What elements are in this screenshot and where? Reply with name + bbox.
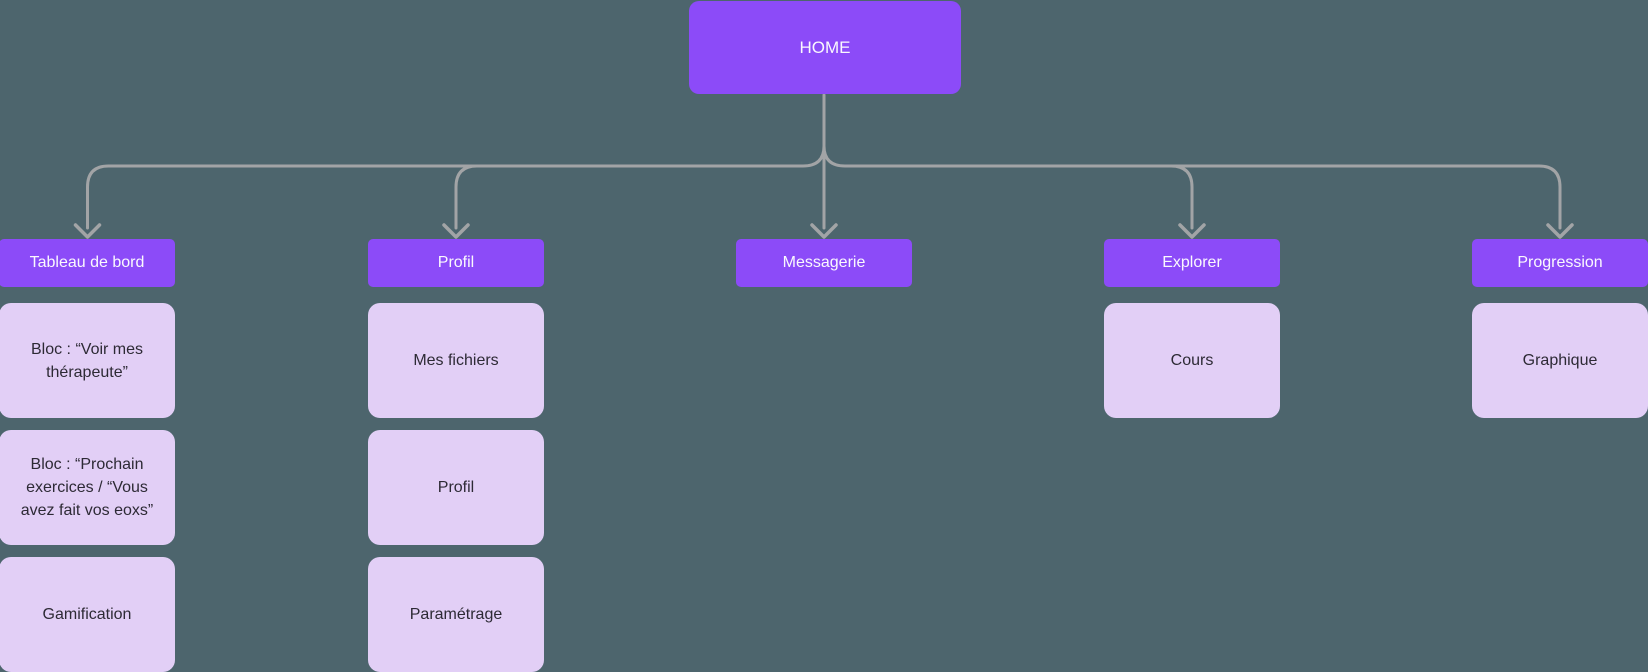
connector-right-branch — [822, 144, 1562, 230]
child-node-cours[interactable]: Cours — [1104, 303, 1280, 418]
arrowhead-icon — [442, 223, 470, 239]
node-messagerie[interactable]: Messagerie — [736, 239, 912, 287]
node-progression[interactable]: Progression — [1472, 239, 1648, 287]
branch-profil: Profil Mes fichiers Profil Paramétrage — [368, 239, 544, 672]
connector-drop-explorer — [1169, 164, 1194, 230]
child-node-label: Graphique — [1522, 352, 1598, 369]
child-node-mes-fichiers[interactable]: Mes fichiers — [368, 303, 544, 418]
arrowhead-icon — [1178, 223, 1206, 239]
child-node-parametrage[interactable]: Paramétrage — [368, 557, 544, 672]
child-node-label: Cours — [1170, 352, 1214, 369]
node-explorer[interactable]: Explorer — [1104, 239, 1280, 287]
child-node-label: Bloc : “Voir mes thérapeute” — [30, 340, 144, 381]
node-label: Explorer — [1162, 254, 1222, 271]
child-node-label: Profil — [437, 479, 475, 496]
node-tableau-de-bord[interactable]: Tableau de bord — [0, 239, 175, 287]
branch-tableau-de-bord: Tableau de bord Bloc : “Voir mes thérape… — [0, 239, 175, 672]
child-node-prochain-exercices[interactable]: Bloc : “Prochain exercices / “Vous avez … — [0, 430, 175, 545]
arrowhead-icon — [1546, 223, 1574, 239]
child-node-label: Bloc : “Prochain exercices / “Vous avez … — [20, 456, 154, 519]
arrowhead-icon — [73, 223, 102, 239]
node-profil[interactable]: Profil — [368, 239, 544, 287]
arrowhead-icon — [810, 223, 838, 239]
child-node-label: Paramétrage — [409, 606, 503, 623]
branch-explorer: Explorer Cours — [1104, 239, 1280, 430]
child-node-label: Gamification — [42, 606, 132, 623]
node-home[interactable]: HOME — [689, 1, 961, 94]
node-label: Messagerie — [782, 254, 866, 271]
child-node-voir-mes-therapeute[interactable]: Bloc : “Voir mes thérapeute” — [0, 303, 175, 418]
branch-messagerie: Messagerie — [736, 239, 912, 303]
connector-drop-profil — [454, 164, 479, 230]
node-label: Tableau de bord — [29, 254, 145, 271]
branch-progression: Progression Graphique — [1472, 239, 1648, 430]
child-node-label: Mes fichiers — [413, 352, 499, 369]
connector-left-branch — [86, 144, 826, 230]
node-home-label: HOME — [799, 37, 851, 57]
node-label: Profil — [437, 254, 475, 271]
child-node-gamification[interactable]: Gamification — [0, 557, 175, 672]
child-node-profil[interactable]: Profil — [368, 430, 544, 545]
node-label: Progression — [1517, 254, 1603, 271]
child-node-graphique[interactable]: Graphique — [1472, 303, 1648, 418]
